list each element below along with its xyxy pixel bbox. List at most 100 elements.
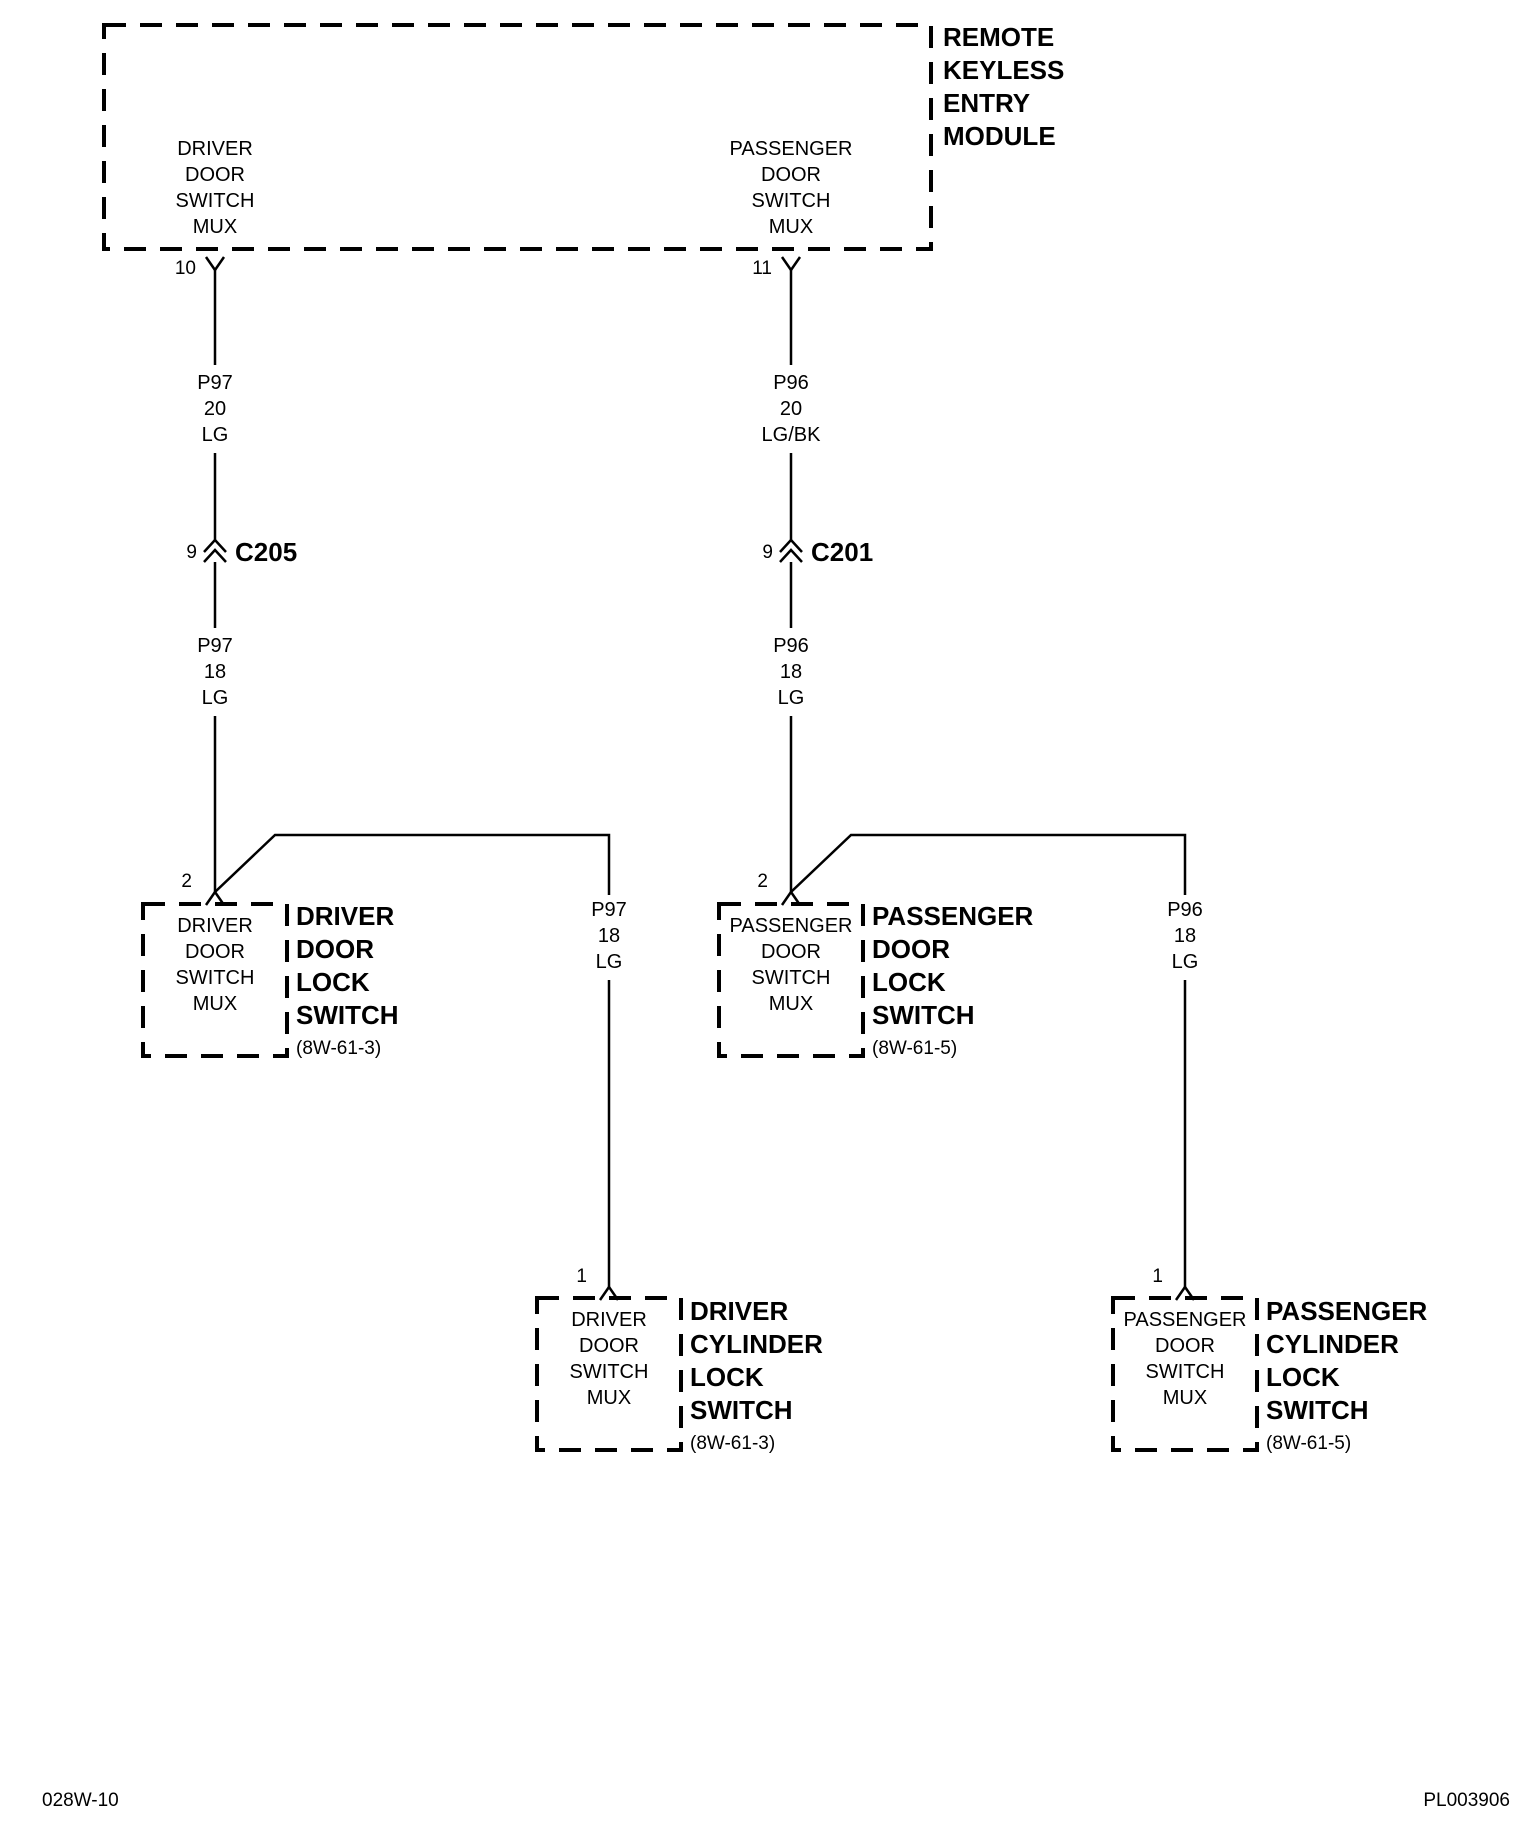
module-driver-terminal-icon	[204, 256, 226, 273]
passenger-door-lock-switch-inner-2: DOOR	[761, 941, 821, 963]
passenger-wire-upper-circuit: P96	[773, 372, 809, 394]
driver-wire-lower-gauge: 18	[204, 661, 226, 683]
driver-wire-lower-label: P97 18 LG	[197, 635, 233, 709]
driver-door-lock-switch-inner-2: DOOR	[185, 941, 245, 963]
passenger-wire-lower-color: LG	[778, 687, 805, 709]
c201-pin: 9	[762, 542, 773, 563]
passenger-door-lock-switch-box	[717, 902, 865, 1058]
module-driver-pin: 10	[175, 258, 196, 279]
driver-cylinder-lock-switch-inner-2: DOOR	[579, 1335, 639, 1357]
module-driver-circuit-label: DRIVER DOOR SWITCH MUX	[176, 138, 255, 238]
passenger-wire-lower-gauge: 18	[780, 661, 802, 683]
driver-cylinder-wire-circuit: P97	[591, 899, 627, 921]
c205-pin: 9	[186, 542, 197, 563]
driver-cylinder-lock-switch-inner-3: SWITCH	[570, 1361, 649, 1383]
module-passenger-line-1: PASSENGER	[730, 138, 853, 160]
driver-door-lock-switch-pin: 2	[181, 871, 192, 892]
passenger-cylinder-lock-switch-terminal-icon	[1174, 1284, 1196, 1301]
passenger-wire-upper-color: LG/BK	[762, 424, 822, 446]
driver-door-lock-switch: 2 DRIVER DOOR SWITCH MUX DRIVER DOOR LOC…	[141, 871, 399, 1059]
c205-connector-icon	[203, 538, 227, 563]
passenger-cylinder-lock-switch-name-3: LOCK	[1266, 1362, 1340, 1392]
passenger-cylinder-lock-switch-reference: (8W-61-5)	[1266, 1433, 1351, 1454]
driver-wire-lower-circuit: P97	[197, 635, 233, 657]
driver-cylinder-lock-switch-box	[535, 1296, 683, 1452]
driver-cylinder-lock-switch: 1 DRIVER DOOR SWITCH MUX DRIVER CYLINDER…	[535, 1266, 823, 1454]
footer-right-code: PL003906	[1423, 1790, 1510, 1811]
driver-wire-upper-gauge: 20	[204, 398, 226, 420]
passenger-door-lock-switch-pin: 2	[757, 871, 768, 892]
driver-cylinder-lock-switch-terminal-icon	[598, 1284, 620, 1301]
passenger-cylinder-lock-switch-name-2: CYLINDER	[1266, 1329, 1399, 1359]
passenger-wire-upper-gauge: 20	[780, 398, 802, 420]
footer-left-code: 028W-10	[42, 1790, 119, 1811]
passenger-cylinder-lock-switch-inner-3: SWITCH	[1146, 1361, 1225, 1383]
driver-splice-wire	[214, 833, 611, 895]
passenger-door-lock-switch-inner-4: MUX	[769, 993, 813, 1015]
module-name-line-2: KEYLESS	[943, 55, 1064, 85]
driver-door-lock-switch-name-1: DRIVER	[296, 901, 394, 931]
passenger-door-lock-switch-inner-3: SWITCH	[752, 967, 831, 989]
passenger-cylinder-lock-switch-inner-1: PASSENGER	[1124, 1309, 1247, 1331]
passenger-door-lock-switch-reference: (8W-61-5)	[872, 1038, 957, 1059]
passenger-cylinder-wire-gauge: 18	[1174, 925, 1196, 947]
passenger-cylinder-lock-switch-name-1: PASSENGER	[1266, 1296, 1428, 1326]
driver-door-lock-switch-inner-3: SWITCH	[176, 967, 255, 989]
remote-keyless-entry-module-box	[102, 23, 933, 251]
module-passenger-circuit-label: PASSENGER DOOR SWITCH MUX	[730, 138, 853, 238]
c201-connector-label: C201	[811, 537, 873, 567]
driver-door-lock-switch-inner-1: DRIVER	[177, 915, 253, 937]
driver-cylinder-lock-switch-name-1: DRIVER	[690, 1296, 788, 1326]
passenger-door-lock-switch: 2 PASSENGER DOOR SWITCH MUX PASSENGER DO…	[717, 871, 1034, 1059]
driver-cylinder-lock-switch-inner-4: MUX	[587, 1387, 631, 1409]
driver-door-lock-switch-box	[141, 902, 289, 1058]
module-driver-line-1: DRIVER	[177, 138, 253, 160]
passenger-door-lock-switch-terminal-icon	[780, 889, 802, 906]
passenger-wire-lower-circuit: P96	[773, 635, 809, 657]
driver-door-lock-switch-name-3: LOCK	[296, 967, 370, 997]
module-name-label: REMOTE KEYLESS ENTRY MODULE	[943, 22, 1064, 151]
module-passenger-pin: 11	[752, 258, 772, 279]
driver-cylinder-lock-switch-pin: 1	[576, 1266, 587, 1287]
driver-cylinder-lock-switch-name-4: SWITCH	[690, 1395, 793, 1425]
passenger-door-lock-switch-name-3: LOCK	[872, 967, 946, 997]
driver-door-lock-switch-inner-4: MUX	[193, 993, 237, 1015]
module-passenger-terminal-icon	[780, 256, 802, 273]
passenger-cylinder-lock-switch-inner-4: MUX	[1163, 1387, 1207, 1409]
passenger-cylinder-lock-switch-name-4: SWITCH	[1266, 1395, 1369, 1425]
c205-connector-label: C205	[235, 537, 297, 567]
driver-door-lock-switch-name-4: SWITCH	[296, 1000, 399, 1030]
passenger-cylinder-lock-switch-inner-2: DOOR	[1155, 1335, 1215, 1357]
driver-wire-upper-color: LG	[202, 424, 229, 446]
driver-door-lock-switch-name-2: DOOR	[296, 934, 374, 964]
passenger-cylinder-wire-circuit: P96	[1167, 899, 1203, 921]
passenger-cylinder-lock-switch-box	[1111, 1296, 1259, 1452]
passenger-door-lock-switch-name-1: PASSENGER	[872, 901, 1034, 931]
passenger-splice-wire	[790, 833, 1187, 895]
driver-door-lock-switch-reference: (8W-61-3)	[296, 1038, 381, 1059]
module-driver-line-2: DOOR	[185, 164, 245, 186]
driver-door-lock-switch-terminal-icon	[204, 889, 226, 906]
driver-wire-upper-circuit: P97	[197, 372, 233, 394]
driver-cylinder-wire-color: LG	[596, 951, 623, 973]
passenger-cylinder-lock-switch: 1 PASSENGER DOOR SWITCH MUX PASSENGER CY…	[1111, 1266, 1428, 1454]
module-name-line-1: REMOTE	[943, 22, 1054, 52]
driver-cylinder-lock-switch-reference: (8W-61-3)	[690, 1433, 775, 1454]
driver-cylinder-lock-switch-inner-1: DRIVER	[571, 1309, 647, 1331]
module-passenger-line-2: DOOR	[761, 164, 821, 186]
passenger-door-lock-switch-inner-1: PASSENGER	[730, 915, 853, 937]
passenger-door-lock-switch-name-2: DOOR	[872, 934, 950, 964]
passenger-door-lock-switch-name-4: SWITCH	[872, 1000, 975, 1030]
driver-cylinder-lock-switch-name-2: CYLINDER	[690, 1329, 823, 1359]
module-driver-line-4: MUX	[193, 216, 237, 238]
c201-connector-icon	[779, 538, 803, 563]
passenger-cylinder-lock-switch-pin: 1	[1152, 1266, 1163, 1287]
driver-cylinder-wire-gauge: 18	[598, 925, 620, 947]
driver-wire-to-cylinder-label: P97 18 LG	[591, 899, 627, 973]
passenger-wire-upper-label: P96 20 LG/BK	[762, 372, 822, 446]
module-driver-line-3: SWITCH	[176, 190, 255, 212]
module-name-line-4: MODULE	[943, 121, 1056, 151]
passenger-wire-to-cylinder-label: P96 18 LG	[1167, 899, 1203, 973]
module-passenger-line-4: MUX	[769, 216, 813, 238]
passenger-cylinder-wire-color: LG	[1172, 951, 1199, 973]
